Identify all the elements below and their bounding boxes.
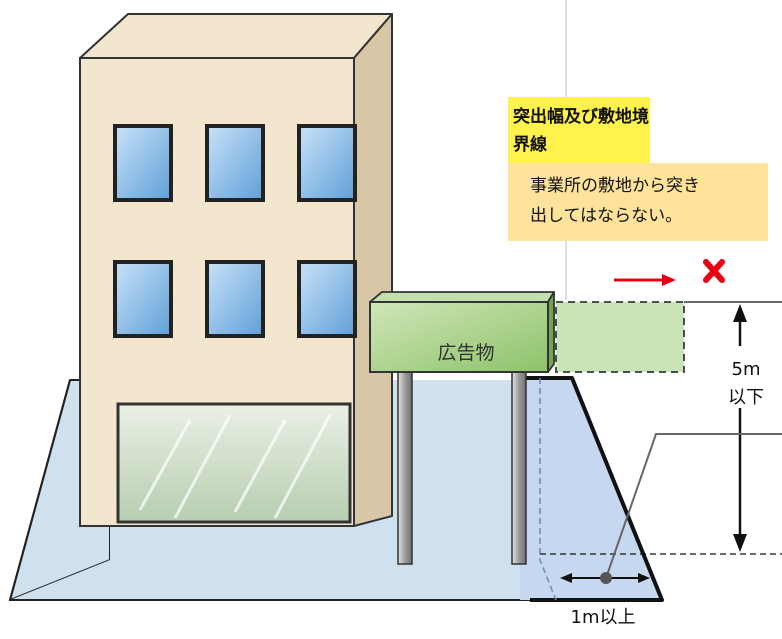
- site-boundary-line: [520, 376, 664, 602]
- window: [297, 260, 357, 338]
- up-arrow-icon: [733, 304, 747, 322]
- storefront-glass: [116, 402, 352, 524]
- right-arrow-icon: [638, 573, 650, 583]
- glass-reflections: [138, 414, 332, 519]
- sign-board-top: [369, 291, 555, 303]
- sign-label: 広告物: [437, 342, 495, 364]
- site-dashed-line: [539, 378, 557, 601]
- height-limit-label: 5m 以下: [728, 359, 764, 408]
- window: [297, 124, 357, 202]
- window: [205, 124, 265, 202]
- right-arrow-icon: [662, 274, 676, 286]
- site-boundary-area: [520, 378, 662, 600]
- sign-board: [369, 301, 549, 373]
- ground-edge-left: [8, 379, 530, 601]
- window: [113, 260, 173, 338]
- window: [205, 260, 265, 338]
- callout-body: 事業所の敷地から突き 出してはならない。: [508, 163, 768, 241]
- setback-leader-line: [605, 433, 782, 579]
- projected-sign-area: [555, 301, 685, 373]
- sign-pole-left: [397, 367, 413, 565]
- cross-mark-icon: [703, 259, 725, 283]
- setback-marker-dot: [600, 572, 612, 584]
- window: [113, 124, 173, 202]
- callout-title: 突出幅及び敷地境界線 からの後退距離: [508, 97, 650, 183]
- sign-pole-right: [511, 367, 527, 565]
- setback-label: 1m以上: [570, 607, 636, 628]
- building-side: [353, 13, 393, 527]
- left-arrow-icon: [560, 573, 572, 583]
- down-arrow-icon: [733, 534, 747, 552]
- building-roof: [79, 13, 393, 59]
